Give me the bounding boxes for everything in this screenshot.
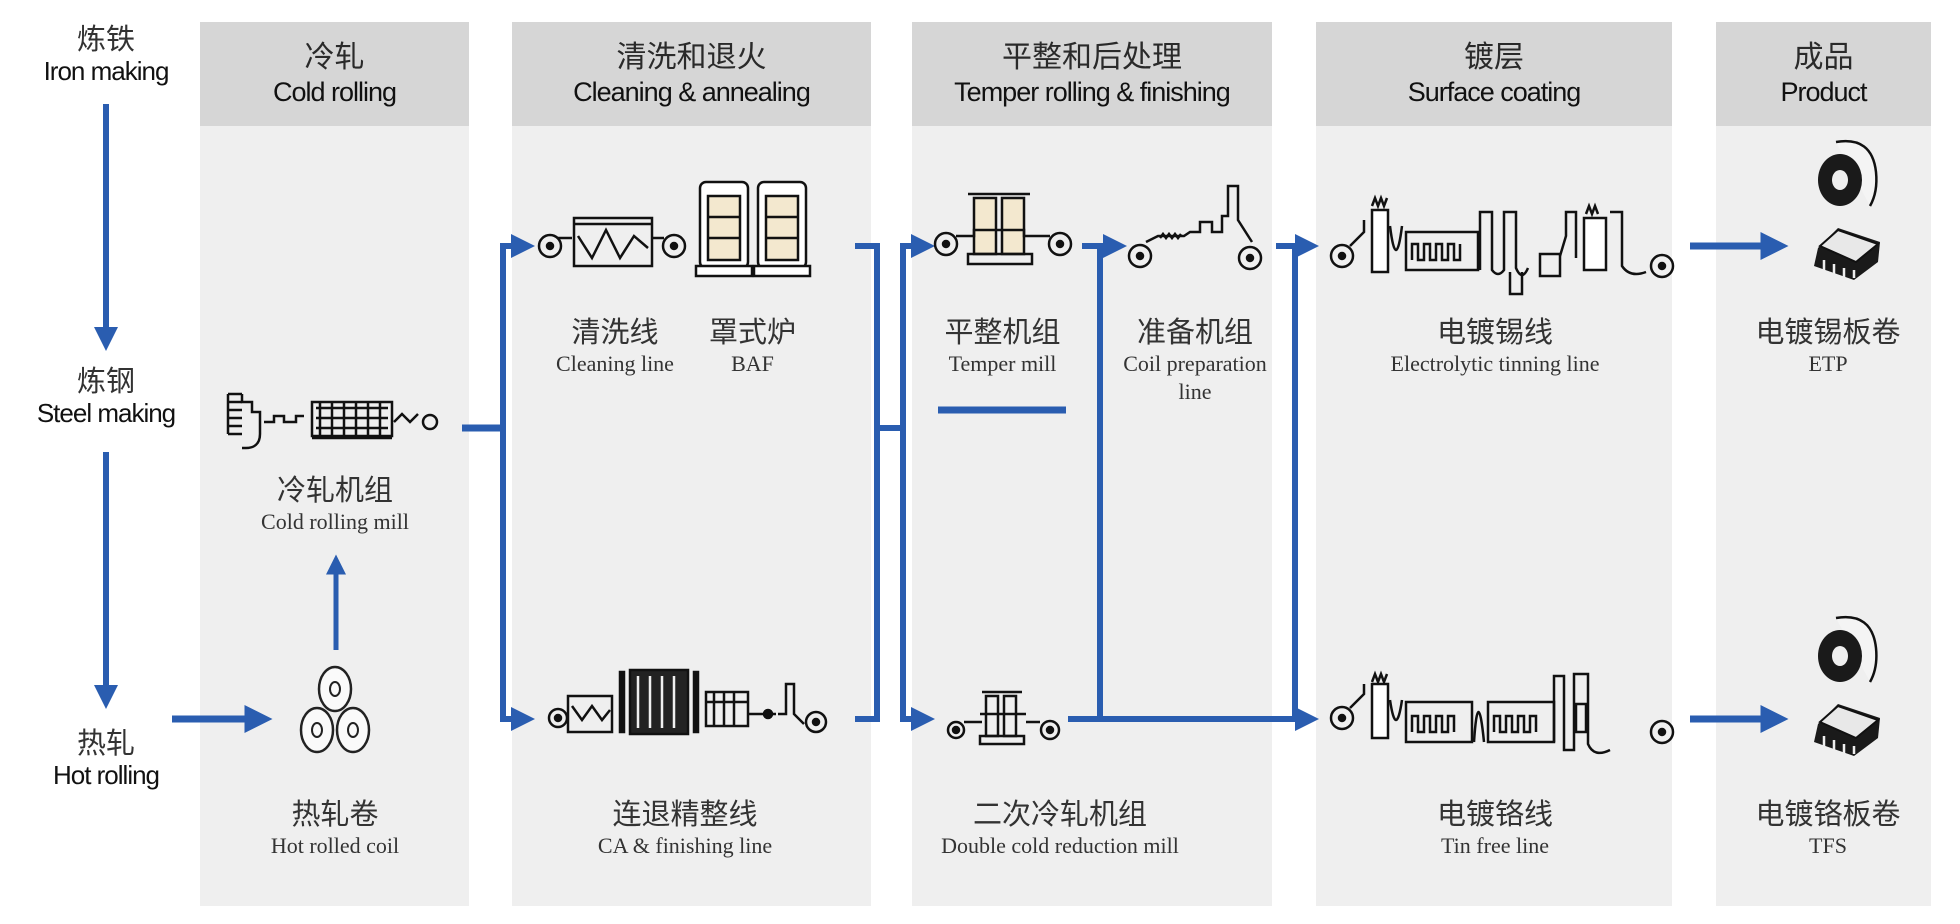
column-header-surface-coating: 镀层 Surface coating [1316,22,1672,126]
stage-steel-making: 炼钢 Steel making [21,364,191,428]
stage-label-zh: 炼铁 [76,22,135,56]
column-title-zh: 镀层 [1464,40,1524,75]
unit-label-en-line2: line [1178,379,1212,404]
coil-stack-icon [299,665,371,754]
stage-label-en: Iron making [43,56,170,86]
column-title-en: Surface coating [1407,77,1582,107]
unit-label-zh: 冷轧机组 [276,473,393,507]
unit-label-en: Tin free line [1441,833,1549,858]
continuous-annealing-line-icon [547,668,828,736]
coil-and-sheet-icon-tfs [1814,615,1881,756]
unit-label-en: BAF [731,351,774,376]
stage-hot-rolling: 热轧 Hot rolling [21,726,191,790]
column-title-zh: 成品 [1793,40,1854,75]
label-cleaning-line: 清洗线 Cleaning line [540,314,690,378]
unit-label-zh: 电镀铬线 [1436,797,1553,831]
column-title-en: Cleaning & annealing [573,77,811,107]
label-cold-rolling-mill: 冷轧机组 Cold rolling mill [215,472,455,536]
column-surface-coating: 镀层 Surface coating [1316,22,1672,906]
unit-label-zh: 电镀铬板卷 [1755,797,1901,831]
label-tin-free-line: 电镀铬线 Tin free line [1355,796,1635,860]
coil-preparation-line-icon [1127,184,1263,271]
label-temper-mill: 平整机组 Temper mill [925,314,1080,378]
unit-label-zh: 电镀锡线 [1436,315,1553,349]
unit-label-zh: 热轧卷 [291,797,379,831]
unit-label-zh: 二次冷轧机组 [972,797,1147,831]
label-baf: 罩式炉 BAF [690,314,815,378]
column-header-product: 成品 Product [1716,22,1931,126]
label-coil-preparation-line: 准备机组 Coil preparation line [1105,314,1285,406]
unit-label-en: Hot rolled coil [270,833,400,858]
unit-label-zh: 准备机组 [1136,315,1253,349]
stage-label-zh: 炼钢 [76,364,135,398]
column-title-zh: 清洗和退火 [616,40,767,75]
column-header-cleaning-annealing: 清洗和退火 Cleaning & annealing [512,22,871,126]
label-etp: 电镀锡板卷 ETP [1738,314,1918,378]
unit-label-en: CA & finishing line [597,833,773,858]
electrolytic-tinning-line-icon [1329,194,1675,296]
tin-free-line-icon [1329,670,1675,755]
label-tfs: 电镀铬板卷 TFS [1738,796,1918,860]
unit-label-en: Temper mill [948,351,1057,376]
column-cleaning-annealing: 清洗和退火 Cleaning & annealing [512,22,871,906]
stage-label-en: Steel making [36,398,176,428]
coil-and-sheet-icon-etp [1814,139,1881,280]
unit-label-en: TFS [1809,833,1847,858]
temper-mill-icon [933,192,1073,266]
column-title-en: Product [1780,77,1867,107]
batch-annealing-furnace-icon [694,180,812,278]
column-title-en: Temper rolling & finishing [954,77,1231,107]
cold-rolling-mill-icon [226,392,439,450]
stage-label-en: Hot rolling [52,760,160,790]
unit-label-zh: 罩式炉 [708,315,796,349]
label-double-cold-reduction-mill: 二次冷轧机组 Double cold reduction mill [920,796,1200,860]
unit-label-en: Cleaning line [556,351,674,376]
unit-label-en: Coil preparation [1123,351,1267,376]
unit-label-en: ETP [1808,351,1848,376]
unit-label-en: Cold rolling mill [261,509,409,534]
label-ca-finishing-line: 连退精整线 CA & finishing line [560,796,810,860]
unit-label-en: Electrolytic tinning line [1390,351,1600,376]
column-temper-finishing: 平整和后处理 Temper rolling & finishing [912,22,1272,906]
unit-label-zh: 平整机组 [944,315,1061,349]
label-hot-rolled-coil: 热轧卷 Hot rolled coil [215,796,455,860]
stage-label-zh: 热轧 [76,726,135,760]
unit-label-zh: 电镀锡板卷 [1755,315,1901,349]
stage-iron-making: 炼铁 Iron making [21,22,191,86]
unit-label-zh: 清洗线 [571,315,659,349]
column-header-cold-rolling: 冷轧 Cold rolling [200,22,469,126]
label-electrolytic-tinning-line: 电镀锡线 Electrolytic tinning line [1355,314,1635,378]
double-cold-reduction-mill-icon [946,690,1061,746]
column-title-zh: 平整和后处理 [1002,40,1182,75]
column-cold-rolling: 冷轧 Cold rolling [200,22,469,906]
unit-label-zh: 连退精整线 [612,797,758,831]
column-header-temper-finishing: 平整和后处理 Temper rolling & finishing [912,22,1272,126]
unit-label-en: Double cold reduction mill [941,833,1179,858]
cleaning-line-icon [537,216,687,268]
column-title-en: Cold rolling [272,77,397,107]
column-title-zh: 冷轧 [304,40,365,75]
